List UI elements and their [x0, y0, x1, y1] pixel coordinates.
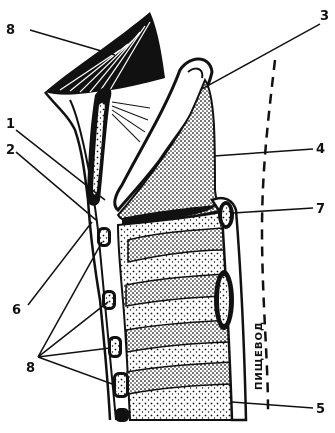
fan-lines: [112, 102, 150, 142]
label-4: 4: [316, 142, 325, 157]
label-3: 3: [320, 9, 329, 24]
label-5: 5: [316, 402, 325, 417]
tongue-muscle: [45, 12, 165, 95]
esophagus-label: ПИЩЕВОД: [254, 321, 265, 390]
label-8-bottom: 8: [26, 361, 35, 376]
label-2: 2: [6, 143, 15, 158]
label-8-top: 8: [6, 23, 15, 38]
label-1: 1: [6, 117, 15, 132]
label-7: 7: [316, 202, 325, 217]
label-6: 6: [12, 303, 21, 318]
